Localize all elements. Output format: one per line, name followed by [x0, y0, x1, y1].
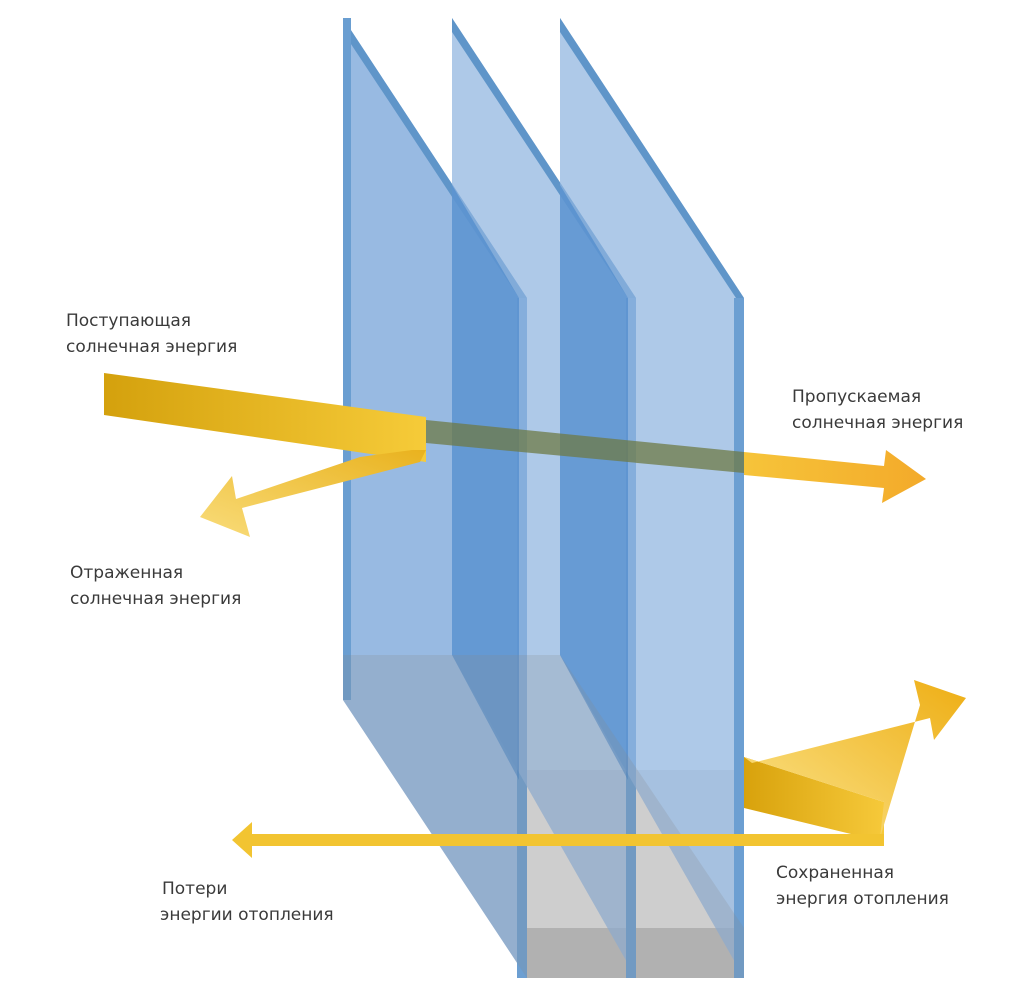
label-heat-retained: Сохраненная энергия отопления	[776, 863, 949, 909]
label-incoming-energy: Поступающая солнечная энергия	[66, 311, 238, 357]
incoming-energy-beam	[104, 373, 426, 462]
label-reflected-energy: Отраженная солнечная энергия	[70, 563, 242, 609]
heat-retained-reflected-arrow	[744, 680, 966, 838]
heat-retained-incoming-beam	[744, 757, 884, 842]
transmitted-energy-arrow	[744, 450, 926, 503]
glass-pane-3	[560, 18, 744, 978]
spacer-bars	[522, 928, 736, 978]
glass-bottom-tint	[343, 655, 744, 978]
reflected-energy-arrow	[200, 450, 426, 537]
label-heat-loss: Потери энергии отопления	[160, 879, 334, 925]
heat-loss-arrow	[232, 822, 884, 858]
label-transmitted-energy: Пропускаемая солнечная энергия	[792, 387, 964, 433]
glass-overlap	[452, 185, 628, 780]
beam-through-glass	[426, 420, 744, 473]
